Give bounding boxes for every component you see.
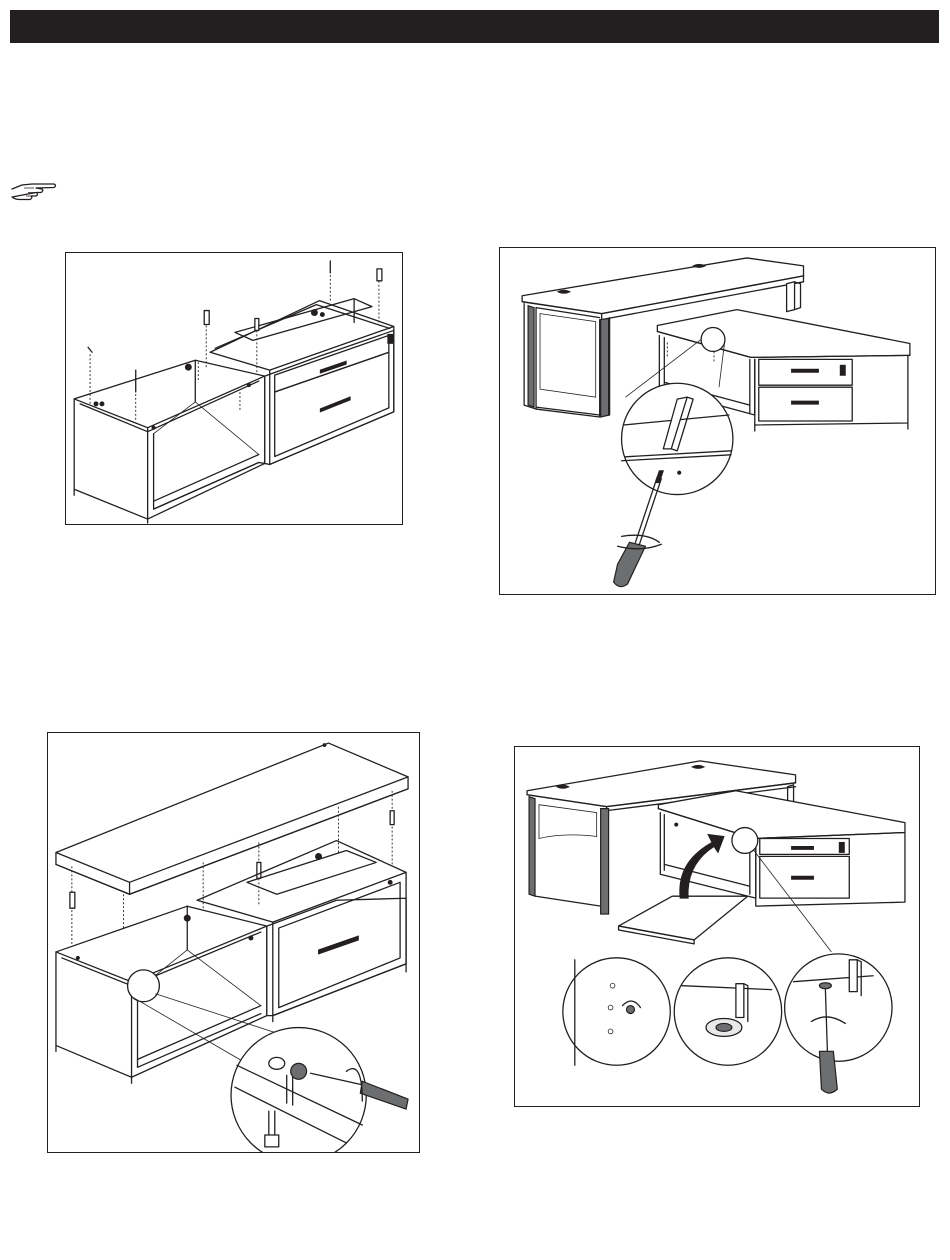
pointing-hand-icon (10, 180, 58, 202)
step-4-illustration (514, 746, 920, 1107)
header-bar (10, 10, 939, 43)
step-1-illustration (65, 252, 403, 525)
step-2-illustration (499, 247, 936, 595)
step-3-illustration (47, 732, 420, 1153)
